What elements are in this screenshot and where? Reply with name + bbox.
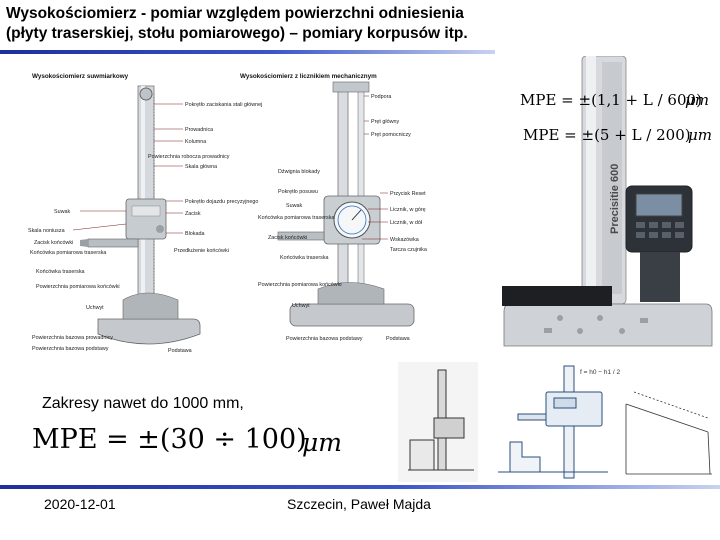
sketch-gauge-side bbox=[398, 362, 478, 482]
mpe-formula-1: MPE = ±(1,1 + L / 600) μm bbox=[520, 91, 709, 109]
svg-text:Tarcza czujnika: Tarcza czujnika bbox=[390, 247, 427, 253]
left-leader-lines bbox=[72, 103, 183, 234]
measurement-sketches: f = h0 − h1 / 2 bbox=[398, 362, 712, 482]
svg-text:Pręt pomocniczy: Pręt pomocniczy bbox=[371, 132, 411, 138]
vernier-height-gauge bbox=[80, 85, 201, 345]
svg-text:Końcówka pomiarowa traserska: Końcówka pomiarowa traserska bbox=[258, 215, 334, 221]
svg-text:Powierzchnia pomiarowa końcówk: Powierzchnia pomiarowa końcówki bbox=[258, 282, 342, 288]
svg-text:Pręt główny: Pręt główny bbox=[371, 119, 399, 125]
footer-author: Szczecin, Paweł Majda bbox=[287, 496, 431, 512]
svg-text:Końcówka traserska: Końcówka traserska bbox=[280, 255, 329, 261]
svg-text:Podpora: Podpora bbox=[371, 94, 391, 100]
svg-text:Pokrętło dojazdu precyzyjnego: Pokrętło dojazdu precyzyjnego bbox=[185, 199, 258, 205]
header-vernier-gauge: Wysokościomierz suwmiarkowy bbox=[32, 73, 129, 80]
svg-text:Pokrętło zaciskania stali głów: Pokrętło zaciskania stali głównej bbox=[185, 102, 262, 108]
svg-text:Uchwyt: Uchwyt bbox=[292, 303, 310, 309]
svg-text:Powierzchnia bazowa prowadnicy: Powierzchnia bazowa prowadnicy bbox=[32, 335, 113, 341]
svg-text:Zacisk końcówki: Zacisk końcówki bbox=[34, 240, 73, 246]
svg-text:Przedłużenie końcówki: Przedłużenie końcówki bbox=[174, 248, 229, 254]
sketch-perpendicularity: f = h0 − h1 / 2 bbox=[580, 369, 712, 475]
svg-text:Przycisk Reset: Przycisk Reset bbox=[390, 191, 426, 197]
mpe-main-formula: MPE = ±(30 ÷ 100) μm bbox=[32, 424, 342, 457]
svg-text:Uchwyt: Uchwyt bbox=[86, 305, 104, 311]
right-leader-lines bbox=[362, 95, 388, 240]
title-divider bbox=[0, 50, 495, 54]
svg-text:Licznik, w górę: Licznik, w górę bbox=[390, 207, 426, 213]
svg-text:Suwak: Suwak bbox=[54, 209, 70, 215]
svg-text:Licznik, w dół: Licznik, w dół bbox=[390, 220, 423, 226]
footer-date: 2020-12-01 bbox=[44, 496, 116, 512]
svg-text:Podstawa: Podstawa bbox=[168, 348, 192, 354]
brand-label: Precisitie 600 bbox=[609, 164, 621, 234]
footer-divider bbox=[0, 485, 720, 489]
svg-text:Dźwignia blokady: Dźwignia blokady bbox=[278, 169, 320, 175]
svg-text:Końcówka traserska: Końcówka traserska bbox=[36, 269, 85, 275]
slide-title: Wysokościomierz - pomiar względem powier… bbox=[6, 5, 468, 42]
svg-text:Skala główna: Skala główna bbox=[185, 164, 217, 170]
svg-text:Skala noniusza: Skala noniusza bbox=[28, 228, 65, 234]
svg-text:Wskazówka: Wskazówka bbox=[390, 237, 419, 243]
svg-text:Zacisk końcówki: Zacisk końcówki bbox=[268, 235, 307, 241]
mpe-formula-2: MPE = ±(5 + L / 200) μm bbox=[523, 126, 712, 144]
sketch-gauge-digital bbox=[498, 365, 608, 479]
svg-text:Powierzchnia bazowa podstawy: Powierzchnia bazowa podstawy bbox=[32, 346, 109, 352]
svg-text:Pokrętło posuwu: Pokrętło posuwu bbox=[278, 189, 318, 195]
svg-text:Blokada: Blokada bbox=[185, 231, 204, 237]
svg-text:Kolumna: Kolumna bbox=[185, 139, 206, 145]
svg-text:Prowadnica: Prowadnica bbox=[185, 127, 213, 133]
dial-height-gauge bbox=[277, 81, 415, 327]
svg-text:Końcówka pomiarowa traserska: Końcówka pomiarowa traserska bbox=[30, 250, 106, 256]
header-dial-gauge: Wysokościomierz z licznikiem mechaniczny… bbox=[240, 73, 377, 80]
range-text: Zakresy nawet do 1000 mm, bbox=[42, 395, 244, 412]
svg-text:Zacisk: Zacisk bbox=[185, 211, 201, 217]
svg-text:Powierzchnia pomiarowa końcówk: Powierzchnia pomiarowa końcówki bbox=[36, 284, 120, 290]
left-labels: Pokrętło zaciskania stali głównej Prowad… bbox=[28, 102, 262, 354]
svg-text:Podstawa: Podstawa bbox=[386, 336, 410, 342]
svg-text:Powierzchnia robocza prowadnic: Powierzchnia robocza prowadnicy bbox=[148, 154, 230, 160]
digital-height-gauge-photo: Precisitie 600 bbox=[502, 56, 713, 347]
svg-text:Powierzchnia bazowa podstawy: Powierzchnia bazowa podstawy bbox=[286, 336, 363, 342]
height-gauge-diagram: Wysokościomierz suwmiarkowy Wysokościomi… bbox=[28, 73, 427, 354]
sketch-formula: f = h0 − h1 / 2 bbox=[580, 369, 620, 376]
svg-text:Suwak: Suwak bbox=[286, 203, 302, 209]
right-labels: Podpora Pręt główny Pręt pomocniczy Dźwi… bbox=[258, 94, 427, 342]
